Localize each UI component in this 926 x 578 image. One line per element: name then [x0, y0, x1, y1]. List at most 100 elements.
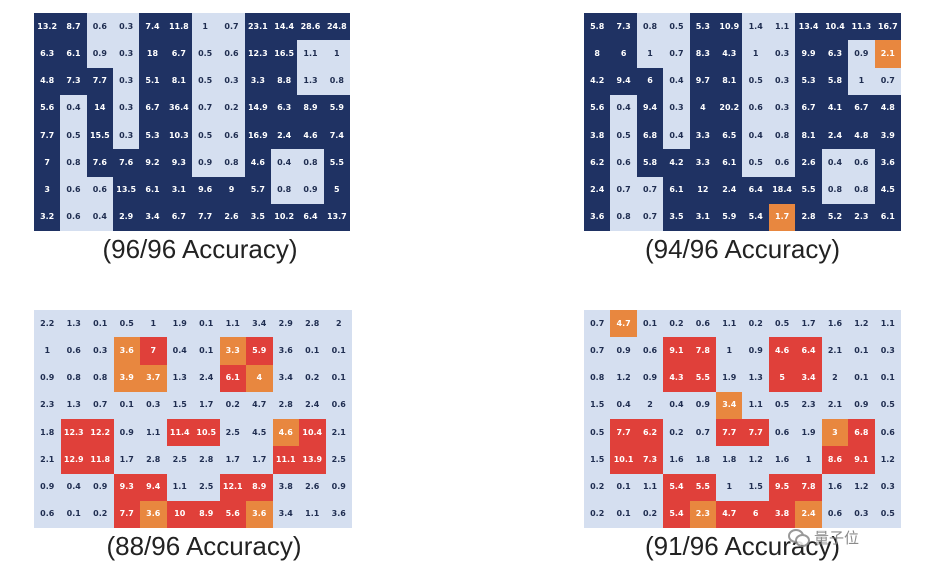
heatmap-cell: 0.5: [610, 122, 637, 150]
heatmap-cell: 0.7: [584, 310, 611, 338]
heatmap-cell: 0.9: [297, 176, 324, 204]
heatmap-cell: 3.1: [165, 176, 192, 204]
heatmap-cell: 0.5: [192, 40, 219, 68]
heatmap-cell: 0.5: [874, 391, 901, 419]
heatmap-cell: 1.2: [848, 473, 875, 501]
heatmap-cell: 0.5: [192, 122, 219, 150]
heatmap-cell: 10.1: [610, 446, 637, 474]
heatmap-cell: 3.2: [34, 203, 61, 231]
heatmap-cell: 6.4: [742, 176, 769, 204]
heatmap-cell: 6.1: [716, 149, 743, 177]
heatmap-cell: 8.9: [193, 500, 220, 528]
heatmap-cell: 0.2: [218, 94, 245, 122]
heatmap-cell: 0.4: [742, 122, 769, 150]
heatmap-cell: 13.2: [34, 13, 61, 41]
heatmap-cell: 2.9: [113, 203, 140, 231]
heatmap-cell: 0.6: [821, 500, 849, 528]
heatmap-cell: 0.8: [584, 364, 611, 392]
heatmap-cell: 0.7: [192, 94, 219, 122]
heatmap-cell: 4.3: [716, 40, 743, 68]
heatmap-cell: 6.7: [139, 94, 166, 122]
heatmap-cell: 11.1: [272, 446, 299, 474]
heatmap-cell: 5.3: [795, 67, 822, 95]
heatmap-cell: 5.5: [795, 176, 822, 204]
heatmap-cell: 9.4: [140, 473, 167, 501]
heatmap-cell: 0.5: [768, 391, 796, 419]
heatmap-cell: 0.8: [218, 149, 245, 177]
heatmap-cell: 0.4: [663, 122, 690, 150]
heatmap-cell: 5.5: [689, 364, 717, 392]
heatmap-cell: 0.8: [87, 364, 114, 392]
heatmap-cell: 1: [636, 40, 664, 68]
heatmap-cell: 1.8: [689, 446, 717, 474]
heatmap-cell: 11.8: [165, 13, 192, 41]
heatmap-cell: 7.4: [323, 122, 350, 150]
heatmap-cell: 7: [34, 149, 61, 177]
heatmap-cell: 3.4: [139, 203, 166, 231]
heatmap-cell: 2: [325, 310, 352, 338]
heatmap-cell: 0.9: [87, 473, 114, 501]
heatmap-cell: 8.6: [821, 446, 849, 474]
heatmap-cell: 18: [139, 40, 166, 68]
heatmap-cell: 4.5: [246, 419, 273, 447]
heatmap-cell: 0.3: [113, 122, 140, 150]
heatmap-cell: 0.4: [610, 391, 637, 419]
heatmap-cell: 0.2: [636, 500, 664, 528]
heatmap-cell: 0.7: [218, 13, 245, 41]
heatmap-cell: 9.9: [795, 40, 822, 68]
heatmap-cell: 0.1: [874, 364, 901, 392]
heatmap-cell: 3.6: [246, 500, 273, 528]
heatmap-cell: 4.2: [584, 67, 611, 95]
heatmap-cell: 1.2: [610, 364, 637, 392]
heatmap-cell: 0.8: [271, 176, 298, 204]
heatmap-cell: 10.4: [299, 419, 326, 447]
heatmap-cell: 1.1: [874, 310, 901, 338]
heatmap-cell: 4.8: [34, 67, 61, 95]
heatmap-cell: 1.3: [297, 67, 324, 95]
heatmap-cell: 3.6: [584, 203, 611, 231]
heatmap-cell: 0.1: [299, 337, 326, 365]
heatmap-cell: 3.6: [140, 500, 167, 528]
heatmap-cell: 1: [795, 446, 822, 474]
heatmap-cell: 2.3: [795, 391, 822, 419]
heatmap-cell: 0.5: [192, 67, 219, 95]
heatmap-cell: 11.4: [166, 419, 193, 447]
heatmap-cell: 4.7: [246, 391, 273, 419]
heatmap-cell: 2.1: [34, 446, 61, 474]
heatmap-cell: 0.7: [874, 67, 901, 95]
heatmap-cell: 11.8: [87, 446, 114, 474]
heatmap-cell: 6.1: [663, 176, 690, 204]
heatmap-cell: 1.4: [742, 13, 769, 41]
heatmap-cell: 0.5: [768, 310, 796, 338]
heatmap-cell: 0.2: [663, 419, 690, 447]
heatmap-cell: 1.9: [795, 419, 822, 447]
heatmap-cell: 8.1: [716, 67, 743, 95]
heatmap-cell: 0.9: [610, 337, 637, 365]
heatmap-cell: 6.4: [297, 203, 324, 231]
heatmap-cell: 0.7: [610, 176, 637, 204]
heatmap-cell: 9.3: [165, 149, 192, 177]
heatmap-cell: 10.9: [716, 13, 743, 41]
heatmap-cell: 9.2: [139, 149, 166, 177]
heatmap-cell: 0.4: [610, 94, 637, 122]
heatmap-cell: 2.9: [272, 310, 299, 338]
heatmap-cell: 6.7: [795, 94, 822, 122]
heatmap-cell: 10: [166, 500, 193, 528]
heatmap-cell: 0.3: [874, 337, 901, 365]
heatmap-cell: 24.8: [323, 13, 350, 41]
heatmap-cell: 1.2: [848, 310, 875, 338]
heatmap-cell: 2.4: [821, 122, 849, 150]
heatmap-cell: 0.1: [60, 500, 87, 528]
heatmap-cell: 1: [716, 473, 743, 501]
heatmap-cell: 7.7: [192, 203, 219, 231]
heatmap-cell: 1.1: [297, 40, 324, 68]
heatmap-cell: 0.4: [60, 94, 87, 122]
heatmap-cell: 14.9: [244, 94, 271, 122]
heatmap-cell: 5.7: [244, 176, 271, 204]
heatmap-cell: 5: [768, 364, 796, 392]
accuracy-caption-3: (88/96 Accuracy): [106, 531, 302, 561]
heatmap-cell: 0.8: [60, 364, 87, 392]
heatmap-cell: 7.4: [139, 13, 166, 41]
heatmap-cell: 1.7: [193, 391, 220, 419]
heatmap-cell: 5.5: [323, 149, 350, 177]
